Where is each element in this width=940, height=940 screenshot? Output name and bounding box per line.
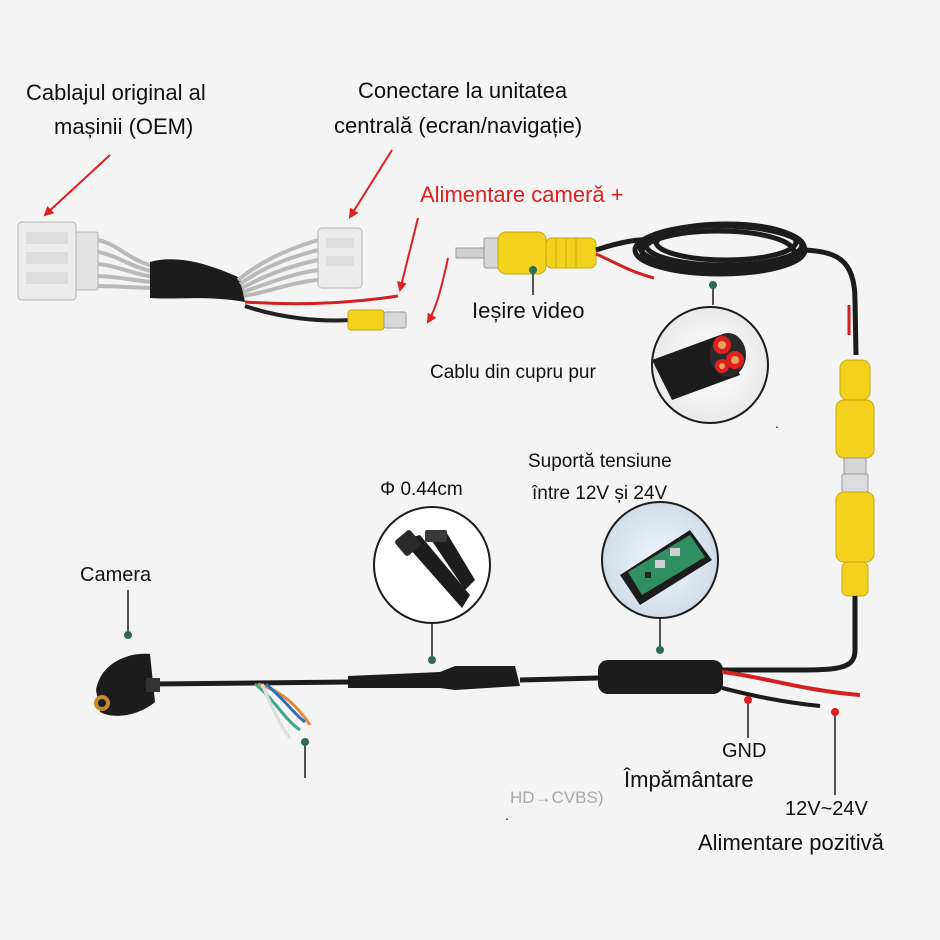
label-oem-1: Cablajul original al	[26, 80, 206, 105]
grey-wires-right	[236, 238, 319, 298]
zoom-connector	[373, 506, 491, 624]
arrow-head-unit	[348, 149, 393, 219]
label-voltage-1: Suportă tensiune	[528, 451, 672, 472]
power-box	[598, 660, 723, 694]
callout-leaders	[127, 270, 836, 795]
label-ground: Împământare	[623, 767, 754, 792]
arrow-oem	[43, 154, 111, 217]
zoom-copper-cable	[651, 306, 769, 424]
rca-vertical-upper	[835, 359, 875, 475]
label-oem-2: mașinii (OEM)	[54, 114, 193, 139]
label-copper-cable: Cablu din cupru pur	[430, 362, 596, 383]
oem-connector-right	[317, 227, 363, 289]
stray-dot: .	[775, 415, 779, 431]
rca-male-top	[455, 231, 597, 275]
label-gnd: GND	[722, 740, 766, 762]
arrow-video-out	[426, 257, 449, 324]
callout-dots	[124, 266, 839, 746]
label-camera: Camera	[80, 564, 152, 586]
label-volt-range: 12V~24V	[785, 798, 869, 820]
label-diameter: Φ 0.44cm	[380, 479, 463, 500]
oem-connector-left	[17, 221, 99, 301]
rca-female-small	[347, 309, 407, 331]
cable-coil	[632, 221, 808, 277]
label-video-out: Ieșire video	[472, 298, 585, 323]
label-head-unit-1: Conectare la unitatea	[358, 78, 568, 103]
arrow-cam-power	[397, 217, 419, 292]
camera-loose-wires	[254, 682, 312, 739]
stray-dot-2: .	[505, 807, 509, 823]
rear-camera	[94, 653, 160, 716]
label-voltage-2: între 12V și 24V	[531, 483, 668, 504]
aviation-connector	[348, 666, 520, 690]
label-head-unit-2: centrală (ecran/navigație)	[334, 113, 582, 138]
harness-sleeve	[150, 259, 245, 302]
label-camera-power: Alimentare cameră +	[420, 182, 624, 207]
label-faded: HD→CVBS)	[510, 788, 604, 807]
oem-harness	[17, 221, 407, 331]
label-positive-power: Alimentare pozitivă	[698, 830, 885, 855]
rca-vertical-lower	[835, 473, 875, 597]
zoom-voltage-module	[601, 501, 719, 619]
